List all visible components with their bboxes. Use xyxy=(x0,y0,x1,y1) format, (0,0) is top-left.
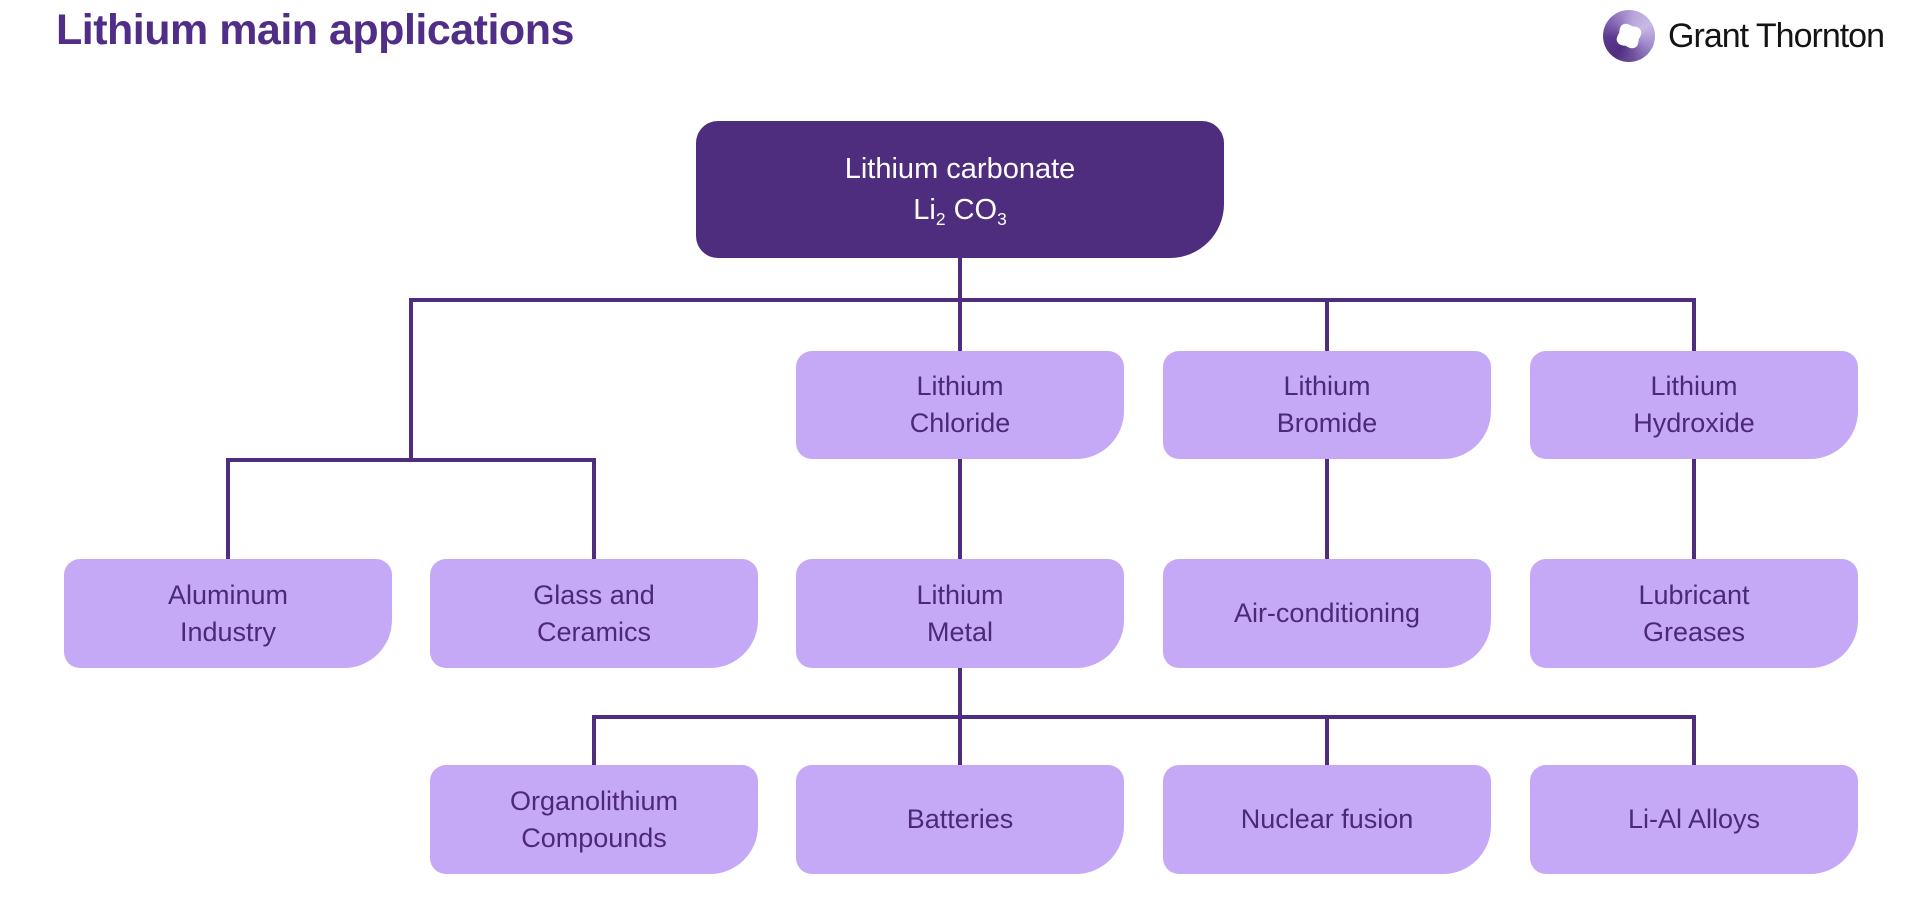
formula-co-subscript: 3 xyxy=(997,208,1007,229)
formula-co: CO xyxy=(953,193,998,226)
node-lithium-bromide: Lithium Bromide xyxy=(1163,351,1491,459)
node-label-line: Lithium xyxy=(916,371,1004,401)
node-label-line: Lithium xyxy=(1650,371,1738,401)
edge-batteries-stem xyxy=(958,715,962,767)
node-label-line: Aluminum xyxy=(167,579,289,610)
node-aluminum-industry: Aluminum Industry xyxy=(64,559,392,668)
node-label-line: Metal xyxy=(926,616,994,647)
node-nuclear-fusion: Nuclear fusion xyxy=(1163,765,1491,874)
edge-left-branch-bus xyxy=(226,458,596,462)
edge-organolithium-stem xyxy=(592,715,596,767)
node-air-conditioning: Air-conditioning xyxy=(1163,559,1491,668)
edge-nuclear-stem xyxy=(1325,715,1329,767)
node-label-line: Industry xyxy=(179,616,277,647)
node-label-line: Bromide xyxy=(1276,408,1378,438)
node-lithium-carbonate-line1: Lithium carbonate xyxy=(844,152,1076,185)
edge-level1-bus xyxy=(409,298,1696,302)
page-title: Lithium main applications xyxy=(56,6,574,54)
node-label-line: Organolithium xyxy=(509,785,679,816)
node-label-line: Chloride xyxy=(909,408,1011,438)
edge-level4-bus xyxy=(592,715,1696,719)
node-label-line: Ceramics xyxy=(536,616,651,647)
node-label-line: Hydroxide xyxy=(1633,408,1755,438)
node-organolithium-compounds: Organolithium Compounds xyxy=(430,765,758,874)
edge-metal-stem xyxy=(958,666,962,719)
edge-left-branch-stem xyxy=(409,298,413,462)
edge-aluminum-stem xyxy=(226,458,230,561)
edge-hydroxide-stem xyxy=(1692,298,1696,353)
node-label-line: Lubricant xyxy=(1638,579,1750,610)
node-lithium-carbonate-formula: Li2 CO3 xyxy=(913,190,1007,231)
node-lithium-metal: Lithium Metal xyxy=(796,559,1124,668)
grant-thornton-logo: Grant Thornton xyxy=(1603,10,1885,62)
node-label-line: Air-conditioning xyxy=(1233,598,1421,628)
node-lubricant-greases: Lubricant Greases xyxy=(1530,559,1858,668)
grant-thornton-swirl-icon xyxy=(1603,10,1656,62)
edge-bromide-aircon xyxy=(1325,457,1329,561)
edge-hydroxide-lubricant xyxy=(1692,457,1696,561)
formula-li: Li xyxy=(913,193,936,226)
node-label-line: Compounds xyxy=(521,822,667,853)
node-batteries: Batteries xyxy=(796,765,1124,874)
node-label-line: Lithium xyxy=(1283,371,1371,401)
edge-chloride-metal xyxy=(958,457,962,561)
node-label-line: Batteries xyxy=(906,804,1014,834)
node-label-line: Li-Al Alloys xyxy=(1627,804,1761,834)
edge-root-stem xyxy=(958,254,962,353)
node-label-line: Lithium xyxy=(916,579,1004,610)
grant-thornton-wordmark: Grant Thornton xyxy=(1668,16,1885,55)
node-label-line: Greases xyxy=(1642,616,1746,647)
node-lithium-carbonate: Lithium carbonate Li2 CO3 xyxy=(696,121,1224,258)
edge-bromide-stem xyxy=(1325,298,1329,353)
edge-glass-stem xyxy=(592,458,596,561)
edge-lial-stem xyxy=(1692,715,1696,767)
node-lithium-hydroxide: Lithium Hydroxide xyxy=(1530,351,1858,459)
node-li-al-alloys: Li-Al Alloys xyxy=(1530,765,1858,874)
node-glass-and-ceramics: Glass and Ceramics xyxy=(430,559,758,668)
formula-li-subscript: 2 xyxy=(935,208,946,229)
node-label-line: Glass and xyxy=(533,579,655,610)
node-label-line: Nuclear fusion xyxy=(1240,804,1414,834)
node-lithium-chloride: Lithium Chloride xyxy=(796,351,1124,459)
